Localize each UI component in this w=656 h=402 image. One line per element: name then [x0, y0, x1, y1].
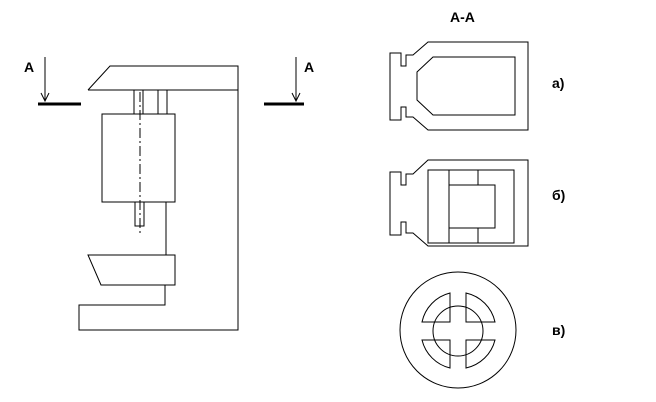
headstock — [101, 113, 176, 203]
frame-outline — [78, 65, 239, 331]
section-marker-left: A — [24, 57, 81, 106]
machine-side-view — [78, 65, 239, 331]
variant-label-a: а) — [552, 75, 564, 91]
section-title: A-A — [450, 9, 475, 25]
section-variant-b: б) — [389, 159, 565, 247]
variant-label-b: б) — [552, 187, 565, 203]
section-letter-right: A — [304, 59, 314, 75]
work-table — [87, 254, 176, 286]
section-variant-c: в) — [399, 271, 565, 389]
section-variant-a: а) — [389, 41, 564, 131]
section-letter-left: A — [24, 59, 34, 75]
section-marker-right: A — [264, 57, 314, 106]
spindle-column — [133, 90, 168, 114]
variant-label-c: в) — [552, 322, 565, 338]
